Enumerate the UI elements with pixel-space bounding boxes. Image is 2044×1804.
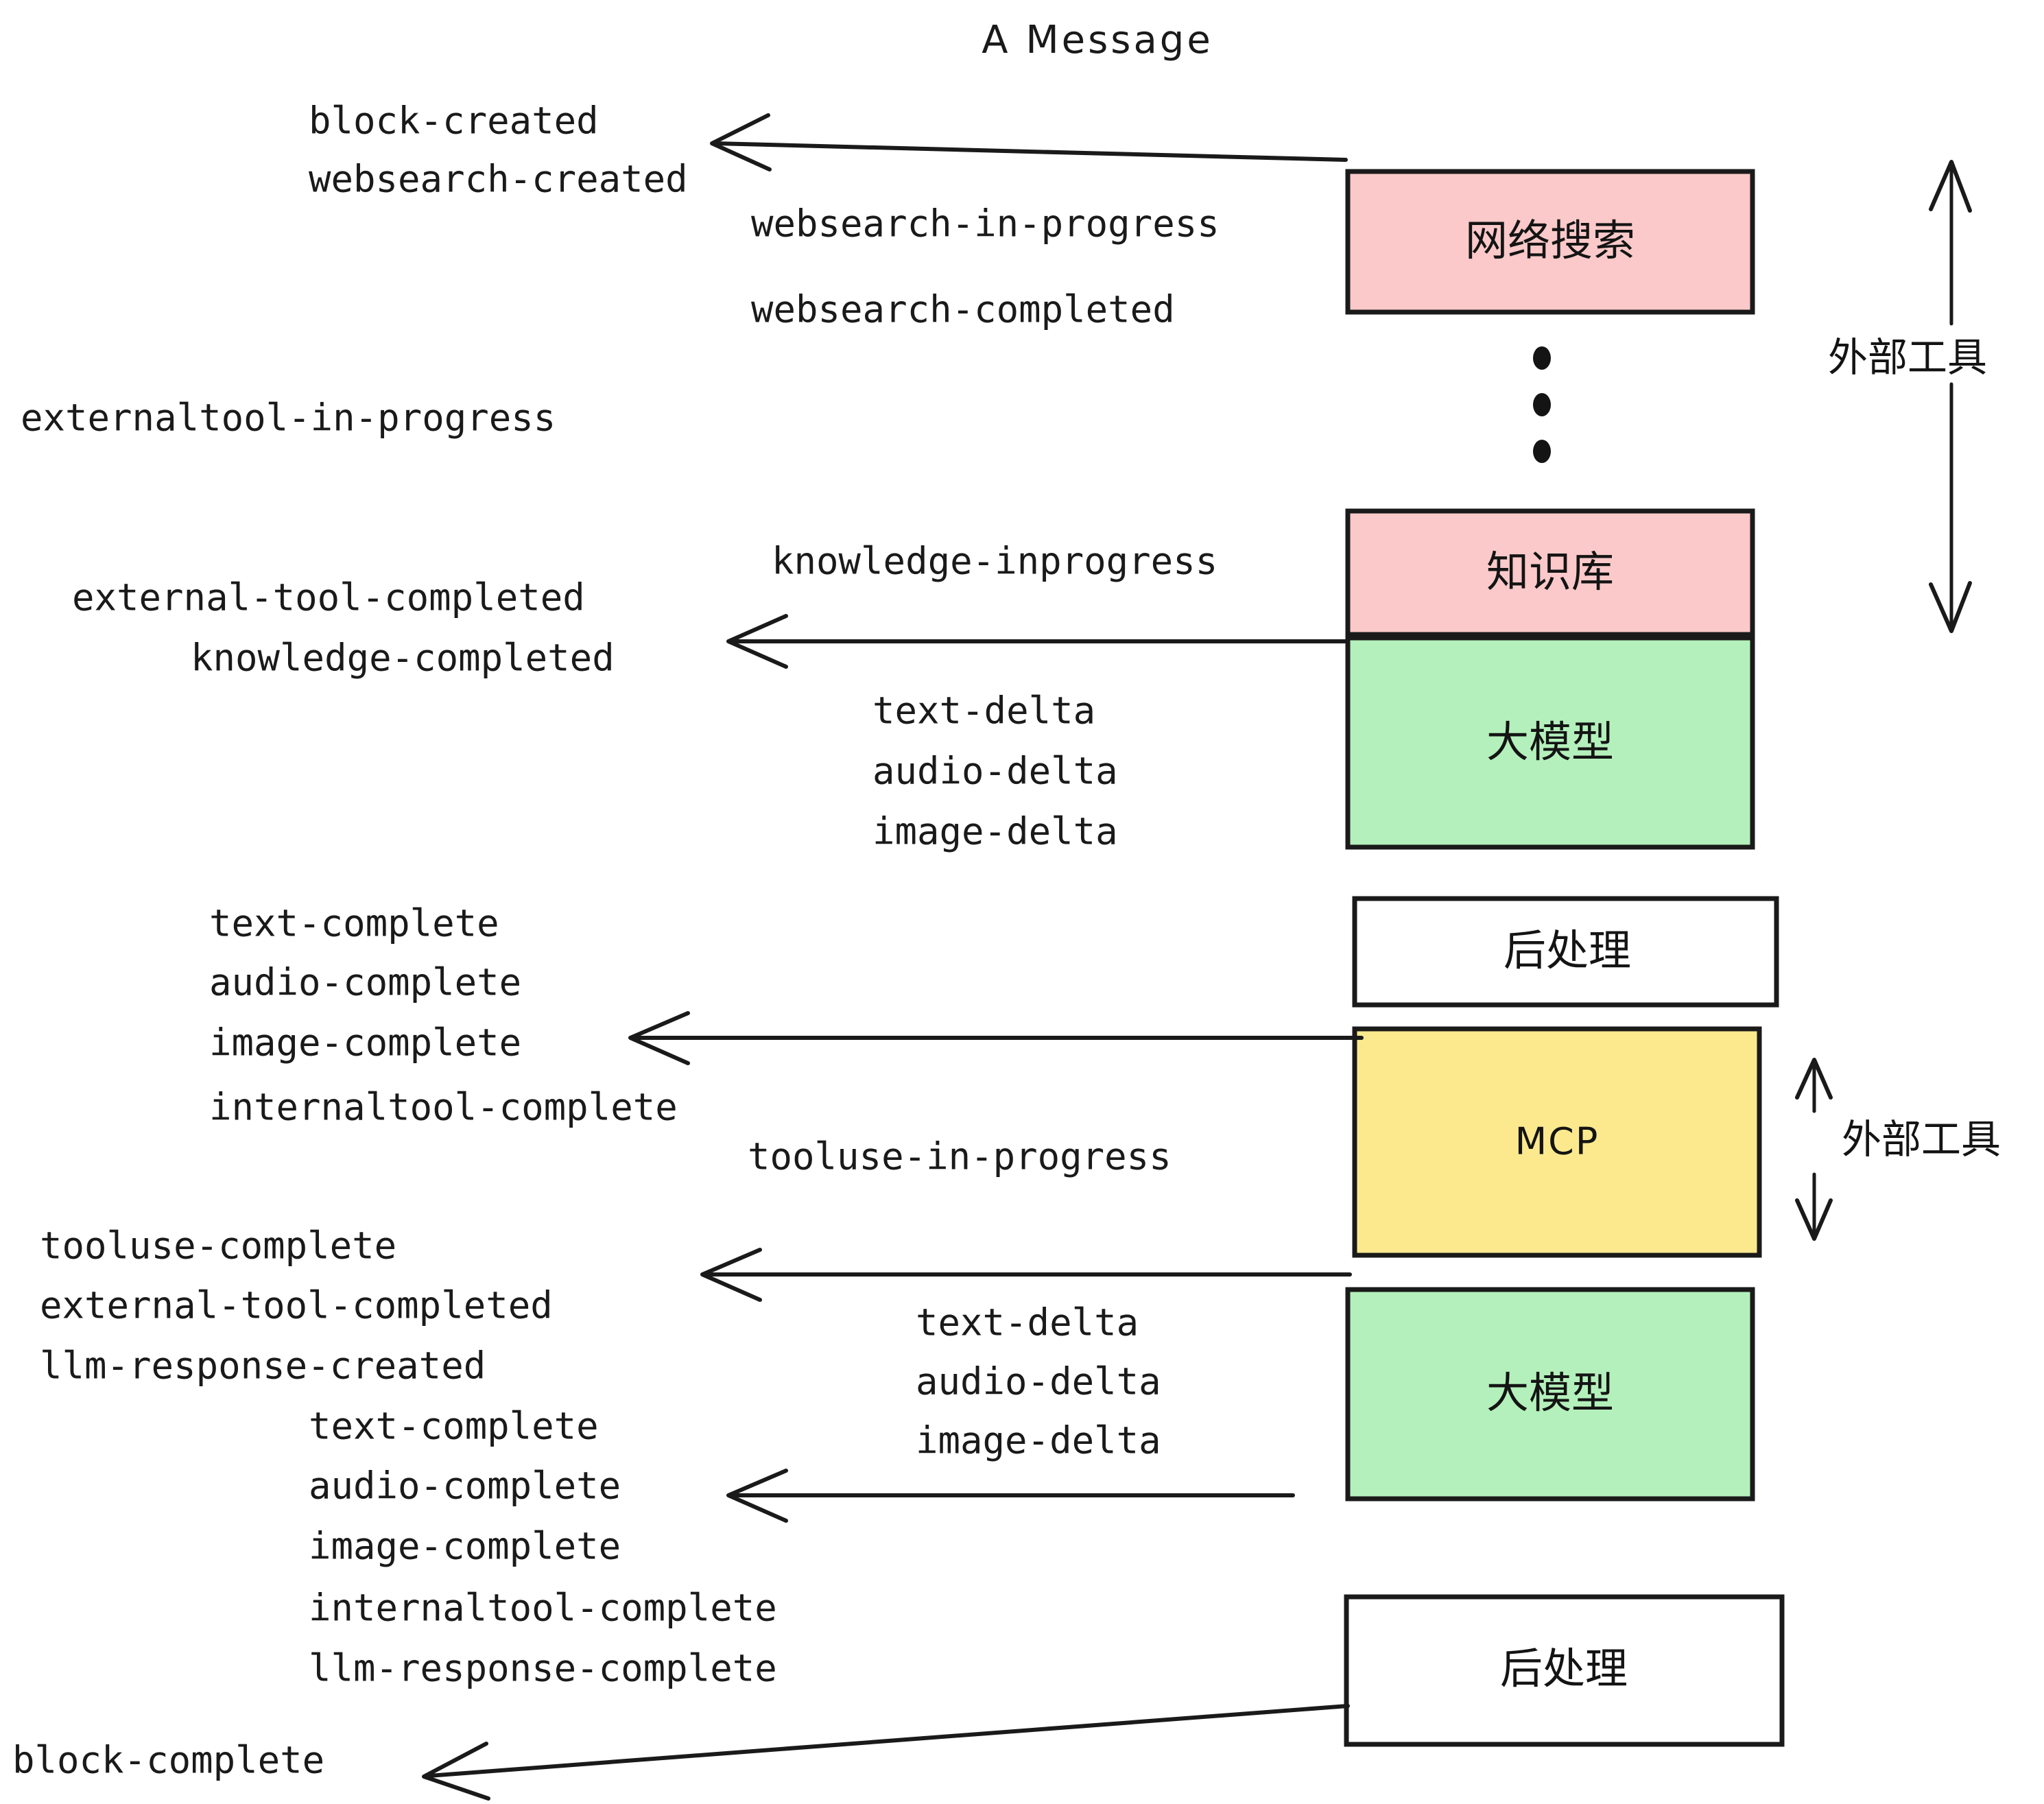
event-text-delta-1: text-delta	[872, 689, 1095, 733]
event-external-tool-completed-2: external-tool-completed	[40, 1284, 553, 1327]
ellipsis-dot	[1533, 346, 1551, 370]
event-block-created: block-created	[309, 99, 599, 143]
event-image-complete-1: image-complete	[209, 1021, 521, 1065]
node-post-top[interactable]: 后处理	[1352, 896, 1779, 1008]
event-llm-response-created: llm-response-created	[40, 1344, 486, 1388]
bracket-external-tool-bottom: 外部工具	[1795, 1058, 2001, 1241]
event-knowledge-inprogress: knowledge-inprogress	[772, 540, 1217, 583]
event-text-complete-2: text-complete	[309, 1405, 599, 1448]
node-llm-top-rect	[1345, 635, 1755, 850]
node-websearch-label: 网络搜索	[1465, 215, 1635, 265]
arrow-post-bottom-to-block-complete	[422, 1704, 1350, 1801]
event-image-complete-2: image-complete	[309, 1525, 621, 1568]
node-llm-top[interactable]: 大模型	[1345, 635, 1755, 850]
node-knowledge-label: 知识库	[1486, 547, 1614, 597]
node-knowledge-rect	[1345, 508, 1755, 637]
event-audio-delta-1: audio-delta	[872, 750, 1118, 793]
node-websearch-rect	[1345, 169, 1755, 315]
event-externaltool-in-progress: externaltool-in-progress	[21, 396, 556, 440]
arrow-llm-bottom-to-audio-complete	[726, 1469, 1295, 1523]
event-internaltool-complete-1: internaltool-complete	[209, 1086, 678, 1129]
node-llm-bottom-rect	[1345, 1287, 1755, 1502]
arrow-post-to-image-complete	[628, 1011, 1364, 1065]
event-websearch-in-progress: websearch-in-progress	[751, 202, 1220, 246]
event-external-tool-completed-1: external-tool-completed	[72, 576, 585, 619]
event-text-delta-2: text-delta	[916, 1301, 1139, 1344]
arrow-knowledge-to-completed	[726, 614, 1348, 669]
side-label-external-tool-top: 外部工具	[1828, 334, 1987, 381]
event-audio-complete-2: audio-complete	[309, 1464, 621, 1508]
node-post-bottom[interactable]: 后处理	[1344, 1594, 1785, 1747]
vertical-ellipsis	[1533, 346, 1551, 463]
node-websearch[interactable]: 网络搜索	[1345, 169, 1755, 315]
ellipsis-dot	[1533, 440, 1551, 463]
node-llm-bottom-label: 大模型	[1486, 1368, 1614, 1418]
event-tooluse-in-progress: tooluse-in-progress	[748, 1135, 1172, 1178]
event-audio-delta-2: audio-delta	[916, 1360, 1161, 1403]
node-post-top-label: 后处理	[1504, 925, 1631, 975]
node-mcp-label: MCP	[1515, 1120, 1600, 1163]
event-text-complete-1: text-complete	[209, 902, 499, 945]
arrow-mcp-to-tooluse-complete	[700, 1248, 1352, 1302]
event-knowledge-completed: knowledge-completed	[191, 637, 615, 680]
node-post-bottom-rect	[1344, 1594, 1785, 1747]
event-websearch-created: websearch-created	[309, 158, 688, 201]
node-llm-bottom[interactable]: 大模型	[1345, 1287, 1755, 1502]
page-title: A Message	[982, 18, 1213, 62]
ellipsis-dot	[1533, 393, 1551, 416]
event-tooluse-complete: tooluse-complete	[40, 1224, 396, 1268]
event-block-complete: block-complete	[12, 1739, 324, 1782]
event-audio-complete-1: audio-complete	[209, 961, 521, 1004]
bracket-external-tool-top: 外部工具	[1828, 160, 1987, 633]
node-post-top-rect	[1352, 896, 1779, 1008]
event-image-delta-2: image-delta	[916, 1419, 1161, 1462]
event-llm-response-complete: llm-response-complete	[309, 1647, 777, 1690]
event-internaltool-complete-2: internaltool-complete	[309, 1587, 777, 1630]
event-image-delta-1: image-delta	[872, 810, 1118, 853]
node-mcp-rect	[1352, 1026, 1762, 1258]
arrow-websearch-to-created	[710, 113, 1348, 171]
node-knowledge[interactable]: 知识库	[1345, 508, 1755, 637]
side-label-external-tool-bottom: 外部工具	[1842, 1116, 2001, 1163]
node-llm-top-label: 大模型	[1486, 717, 1614, 767]
event-websearch-completed: websearch-completed	[751, 288, 1175, 331]
node-mcp[interactable]: MCP	[1352, 1026, 1762, 1258]
node-post-bottom-label: 后处理	[1500, 1643, 1628, 1694]
